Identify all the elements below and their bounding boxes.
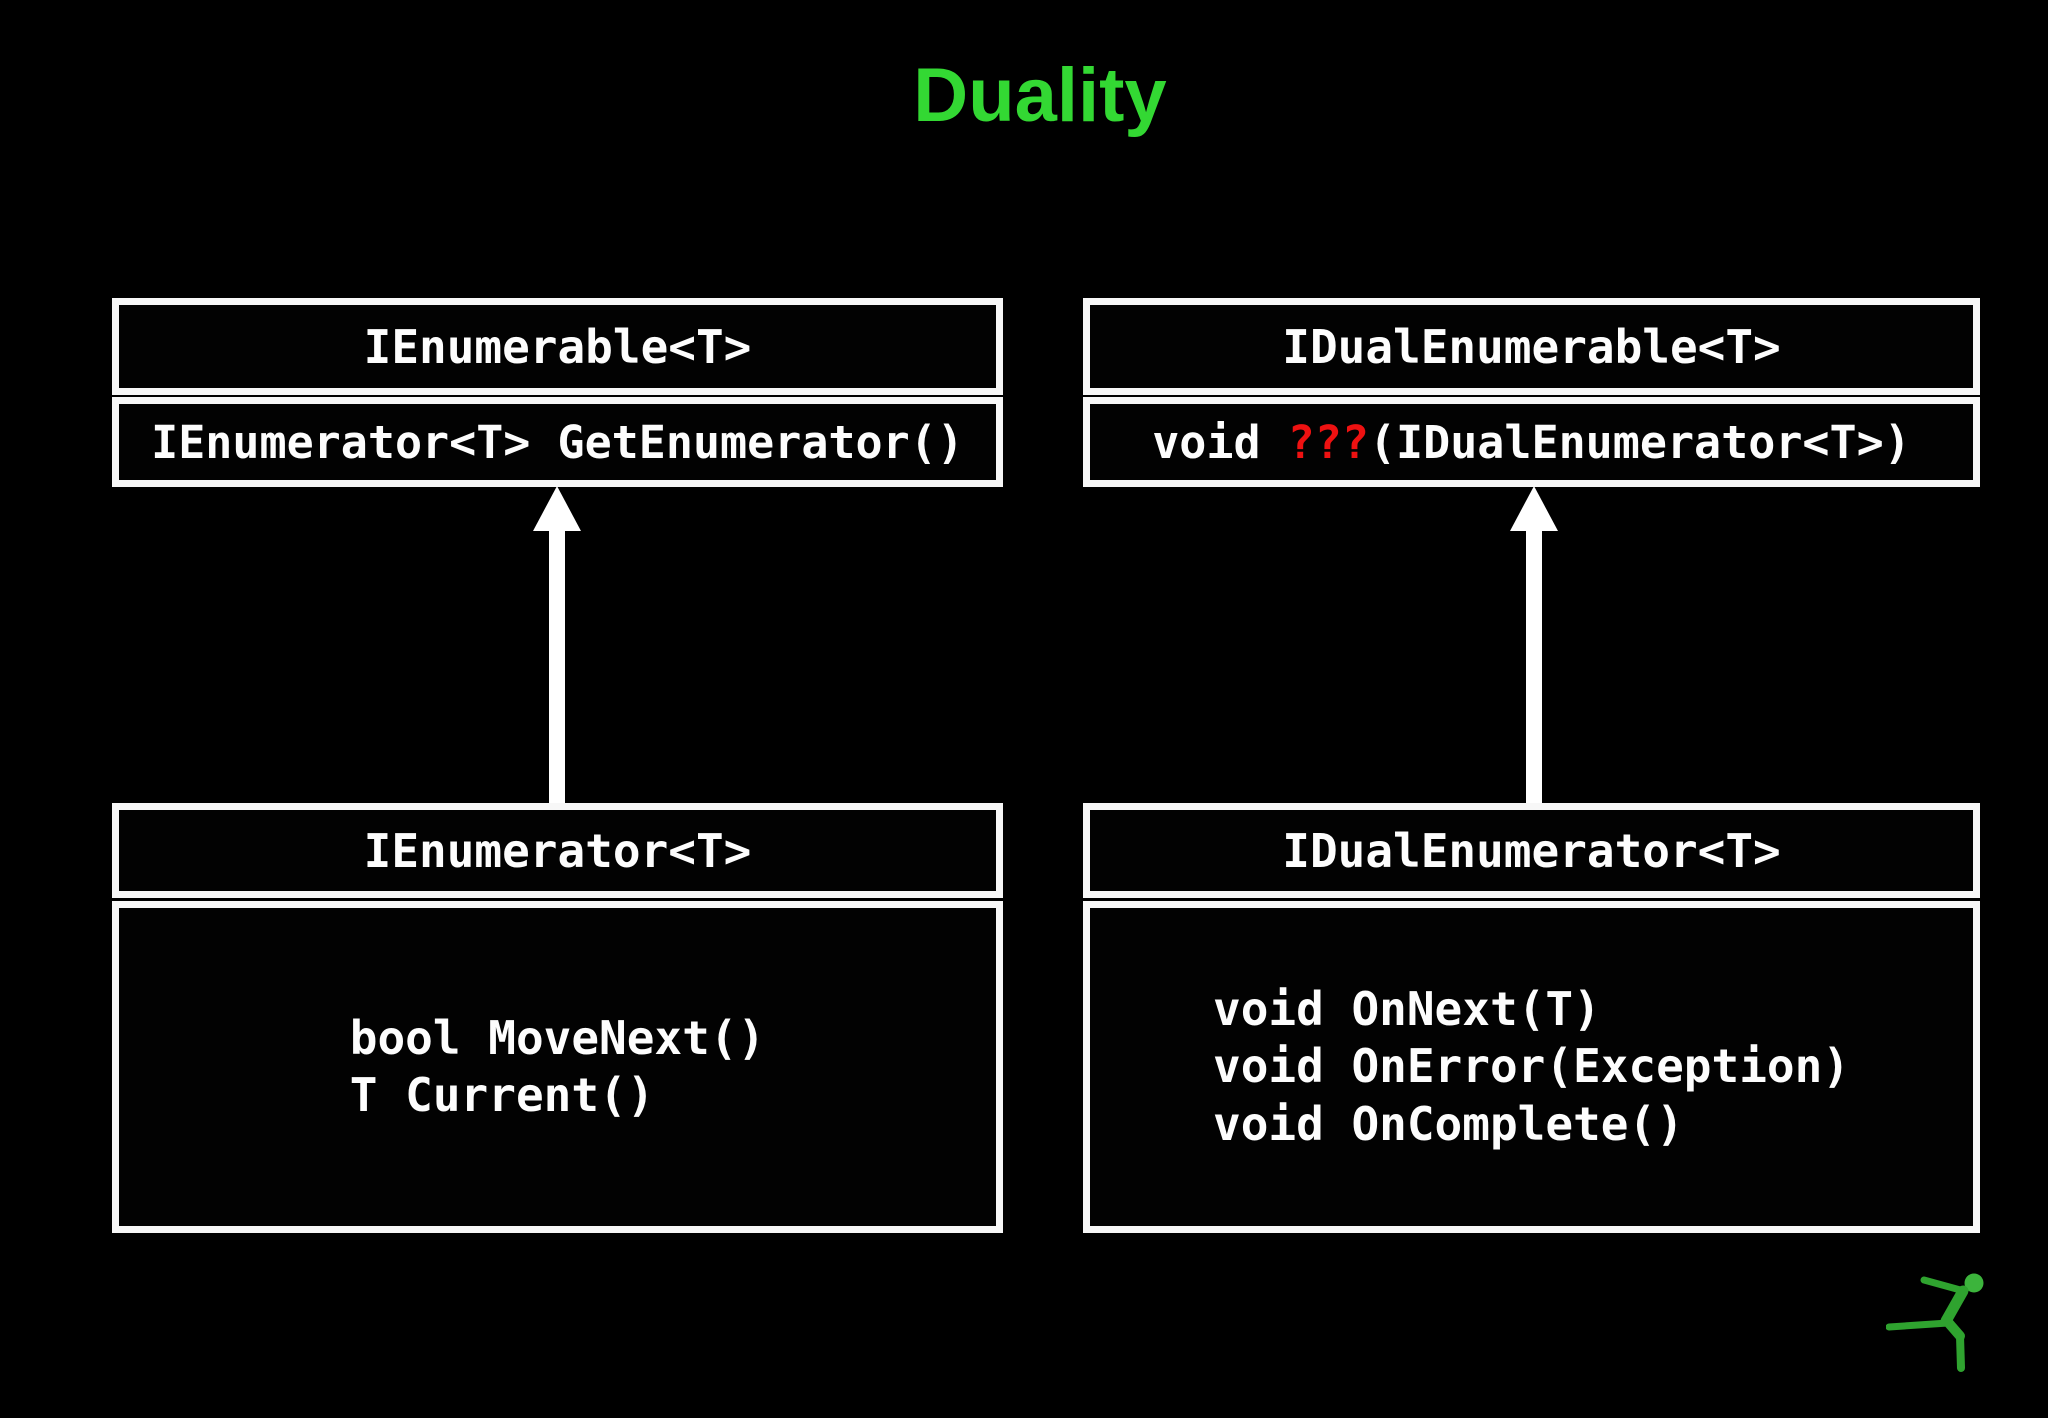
method-signature: void OnComplete() (1213, 1096, 1684, 1151)
method-list: bool MoveNext() T Current() (350, 1010, 765, 1125)
class-box-idualenumerable-header: IDualEnumerable<T> (1083, 298, 1980, 395)
page-title: Duality (913, 53, 1167, 138)
arrow-shaft (549, 529, 565, 803)
class-box-ienumerator-header: IEnumerator<T> (112, 803, 1003, 898)
class-box-ienumerable-method-row: IEnumerator<T> GetEnumerator() (112, 397, 1003, 487)
method-signature: T Current() (349, 1068, 655, 1122)
method-signature: bool MoveNext() (349, 1010, 766, 1065)
method-signature: IEnumerator<T> GetEnumerator() (151, 415, 964, 469)
method-parameters: (IDualEnumerator<T>) (1368, 415, 1911, 469)
class-box-ienumerable-header: IEnumerable<T> (112, 298, 1003, 395)
class-box-ienumerator-body: bool MoveNext() T Current() (112, 901, 1003, 1233)
class-name: IDualEnumerable<T> (1282, 319, 1781, 374)
method-signature: void OnNext(T) (1213, 981, 1601, 1036)
arrow-head-icon (533, 486, 581, 531)
class-name: IEnumerator<T> (363, 823, 752, 878)
method-return-type: void (1152, 415, 1288, 469)
arrow-head-icon (1510, 486, 1558, 531)
inheritance-arrow-right (1510, 486, 1558, 803)
class-box-idualenumerator-header: IDualEnumerator<T> (1083, 803, 1980, 898)
method-signature: void OnError(Exception) (1213, 1039, 1850, 1094)
class-box-idualenumerable-method-row: void ???(IDualEnumerator<T>) (1083, 397, 1980, 487)
method-signature: void ???(IDualEnumerator<T>) (1152, 416, 1911, 469)
method-list: void OnNext(T) void OnError(Exception) v… (1213, 981, 1850, 1154)
unknown-method-name: ??? (1287, 415, 1369, 469)
class-box-idualenumerator-body: void OnNext(T) void OnError(Exception) v… (1083, 901, 1980, 1233)
class-name: IEnumerable<T> (363, 319, 752, 374)
arrow-shaft (1526, 529, 1542, 803)
class-name: IDualEnumerator<T> (1282, 823, 1781, 878)
runner-logo-icon (1886, 1273, 1984, 1372)
inheritance-arrow-left (533, 486, 581, 803)
